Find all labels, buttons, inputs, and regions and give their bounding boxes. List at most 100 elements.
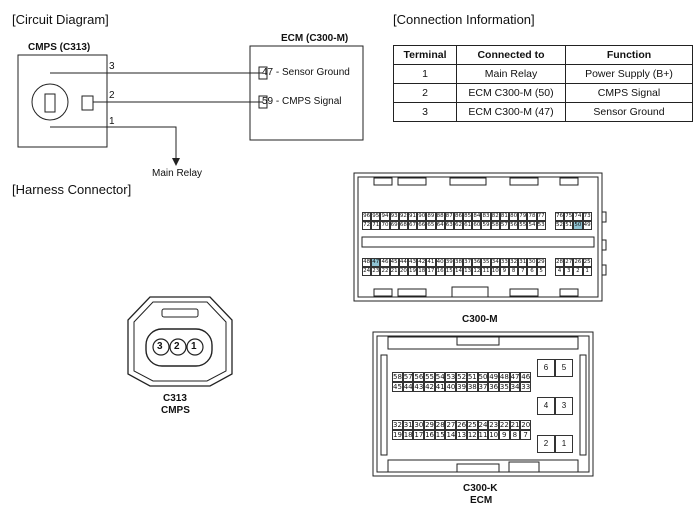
connector-pin: 44 <box>402 382 414 392</box>
connector-pin: 39 <box>444 258 454 267</box>
connector-pin: 85 <box>463 212 473 221</box>
connector-pin: 39 <box>456 382 467 392</box>
connector-pin: 82 <box>490 212 500 221</box>
connector-pin: 1 <box>582 267 592 276</box>
wire-number-3: 3 <box>109 61 115 72</box>
c313-sub-label: CMPS <box>161 405 190 416</box>
connector-pin: 38 <box>453 258 464 267</box>
c300k-big-pin: 1 <box>555 435 573 453</box>
connector-pin: 52 <box>554 221 565 230</box>
connector-pin: 86 <box>453 212 464 221</box>
connector-pin: 56 <box>413 372 425 382</box>
connector-pin: 75 <box>564 212 574 221</box>
connector-pin: 41 <box>434 382 446 392</box>
connector-pin: 8 <box>509 430 521 440</box>
connector-pin: 34 <box>490 258 500 267</box>
ecm-pin-59-label: 59 - CMPS Signal <box>262 96 342 107</box>
connector-pin: 32 <box>392 420 403 430</box>
connector-pin: 32 <box>509 258 519 267</box>
connector-pin: 57 <box>499 221 509 230</box>
connector-pin: 66 <box>417 221 427 230</box>
connector-pin: 52 <box>456 372 467 382</box>
connector-pin: 35 <box>498 382 510 392</box>
cell-terminal: 2 <box>393 83 457 103</box>
connector-pin: 22 <box>380 267 390 276</box>
connector-pin: 54 <box>434 372 446 382</box>
c300k-big-pin: 4 <box>537 397 555 415</box>
connector-pin: 27 <box>564 258 574 267</box>
table-row: 2 ECM C300-M (50) CMPS Signal <box>393 83 693 103</box>
connector-pin: 12 <box>472 267 482 276</box>
connector-pin: 31 <box>402 420 414 430</box>
connector-pin: 2 <box>573 267 583 276</box>
connector-pin: 25 <box>466 420 478 430</box>
connector-pin: 53 <box>536 221 546 230</box>
connector-pin: 87 <box>444 212 454 221</box>
connector-pin: 12 <box>466 430 478 440</box>
c300k-big-pin: 5 <box>555 359 573 377</box>
connector-pin: 41 <box>426 258 436 267</box>
connector-pin: 57 <box>402 372 414 382</box>
connector-pin: 58 <box>392 372 403 382</box>
connector-pin: 62 <box>453 221 464 230</box>
header-function: Function <box>565 45 693 65</box>
connector-pin: 94 <box>380 212 390 221</box>
connector-pin: 73 <box>582 212 592 221</box>
c300k-big-pin: 2 <box>537 435 555 453</box>
connector-pin: 44 <box>398 258 408 267</box>
connector-pin: 51 <box>466 372 478 382</box>
connector-pin: 81 <box>499 212 509 221</box>
main-relay-label: Main Relay <box>152 168 203 179</box>
cell-terminal: 3 <box>393 102 457 122</box>
connector-pin: 38 <box>466 382 478 392</box>
connector-pin: 91 <box>407 212 418 221</box>
connector-pin: 20 <box>520 420 531 430</box>
c300k-big-pin: 3 <box>555 397 573 415</box>
connector-pin: 28 <box>554 258 565 267</box>
harness-connector-heading: [Harness Connector] <box>12 182 132 197</box>
connector-pin: 71 <box>371 221 381 230</box>
connector-pin: 30 <box>413 420 425 430</box>
connector-pin: 26 <box>573 258 583 267</box>
connector-pin: 35 <box>481 258 491 267</box>
cmps-sensor-element <box>44 93 56 113</box>
connector-pin: 68 <box>398 221 408 230</box>
c300k-label: C300-K <box>463 483 498 494</box>
cell-connected-to: Main Relay <box>456 64 566 84</box>
connector-pin: 80 <box>509 212 519 221</box>
cell-function: Sensor Ground <box>565 102 693 122</box>
connector-pin: 31 <box>518 258 528 267</box>
connector-pin: 92 <box>398 212 408 221</box>
connector-pin: 21 <box>509 420 521 430</box>
connector-pin: 10 <box>490 267 500 276</box>
c313-connector-drawing <box>127 296 233 387</box>
connector-pin: 54 <box>527 221 537 230</box>
connector-pin: 55 <box>424 372 435 382</box>
connector-pin: 43 <box>413 382 425 392</box>
connector-pin: 24 <box>362 267 372 276</box>
cell-terminal: 1 <box>393 64 457 84</box>
connector-pin: 49 <box>582 221 592 230</box>
pin-gap <box>546 267 555 276</box>
connector-pin: 33 <box>499 258 509 267</box>
connector-pin: 46 <box>520 372 531 382</box>
connector-pin: 58 <box>490 221 500 230</box>
ecm-pin-47-label: 47 - Sensor Ground <box>262 67 350 78</box>
header-terminal: Terminal <box>393 45 457 65</box>
connector-pin: 10 <box>488 430 499 440</box>
table-header-row: Terminal Connected to Function <box>393 45 693 65</box>
connector-pin: 23 <box>371 267 381 276</box>
connector-pin: 23 <box>488 420 499 430</box>
connector-pin: 50 <box>477 372 489 382</box>
c300m-label: C300-M <box>462 314 498 325</box>
connector-pin: 9 <box>498 430 510 440</box>
connector-pin: 13 <box>456 430 467 440</box>
connector-pin: 53 <box>445 372 457 382</box>
connector-pin: 77 <box>536 212 546 221</box>
connector-pin: 95 <box>371 212 381 221</box>
